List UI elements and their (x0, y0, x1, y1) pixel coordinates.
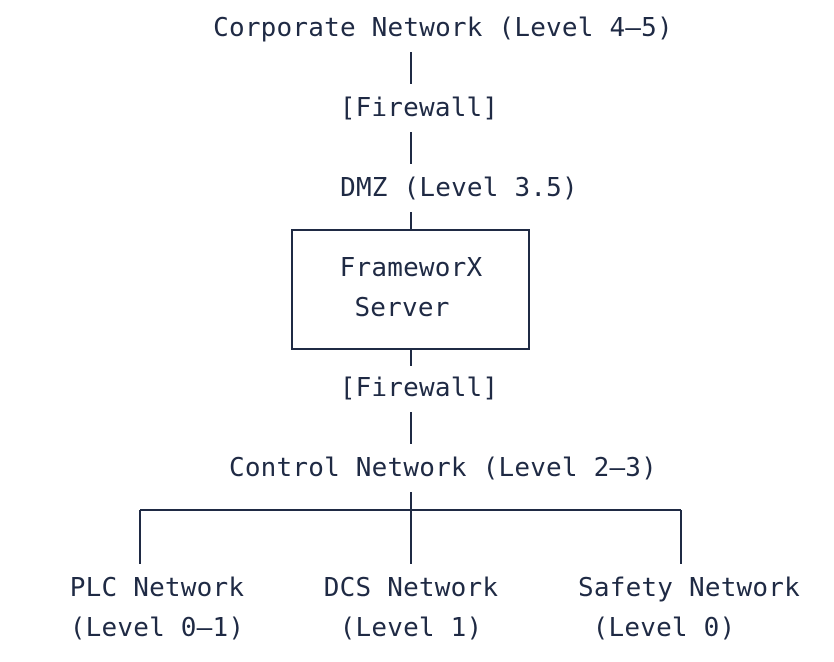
plc-network-label: PLC Network (69, 573, 245, 603)
server-label-line1: FrameworX (339, 253, 483, 283)
plc-level-label: (Level 0–1) (69, 613, 245, 643)
control-network-label: Control Network (Level 2–3) (228, 453, 658, 483)
server-label-line2: Server (354, 293, 450, 323)
corporate-network-label: Corporate Network (Level 4–5) (213, 13, 673, 43)
server-box (291, 229, 530, 350)
firewall-top-label: [Firewall] (339, 93, 499, 123)
safety-network-label: Safety Network (578, 573, 800, 603)
safety-level-label: (Level 0) (592, 613, 736, 643)
firewall-bottom-label: [Firewall] (339, 373, 499, 403)
dcs-network-label: DCS Network (323, 573, 499, 603)
dcs-level-label: (Level 1) (339, 613, 483, 643)
dmz-label: DMZ (Level 3.5) (340, 173, 578, 203)
